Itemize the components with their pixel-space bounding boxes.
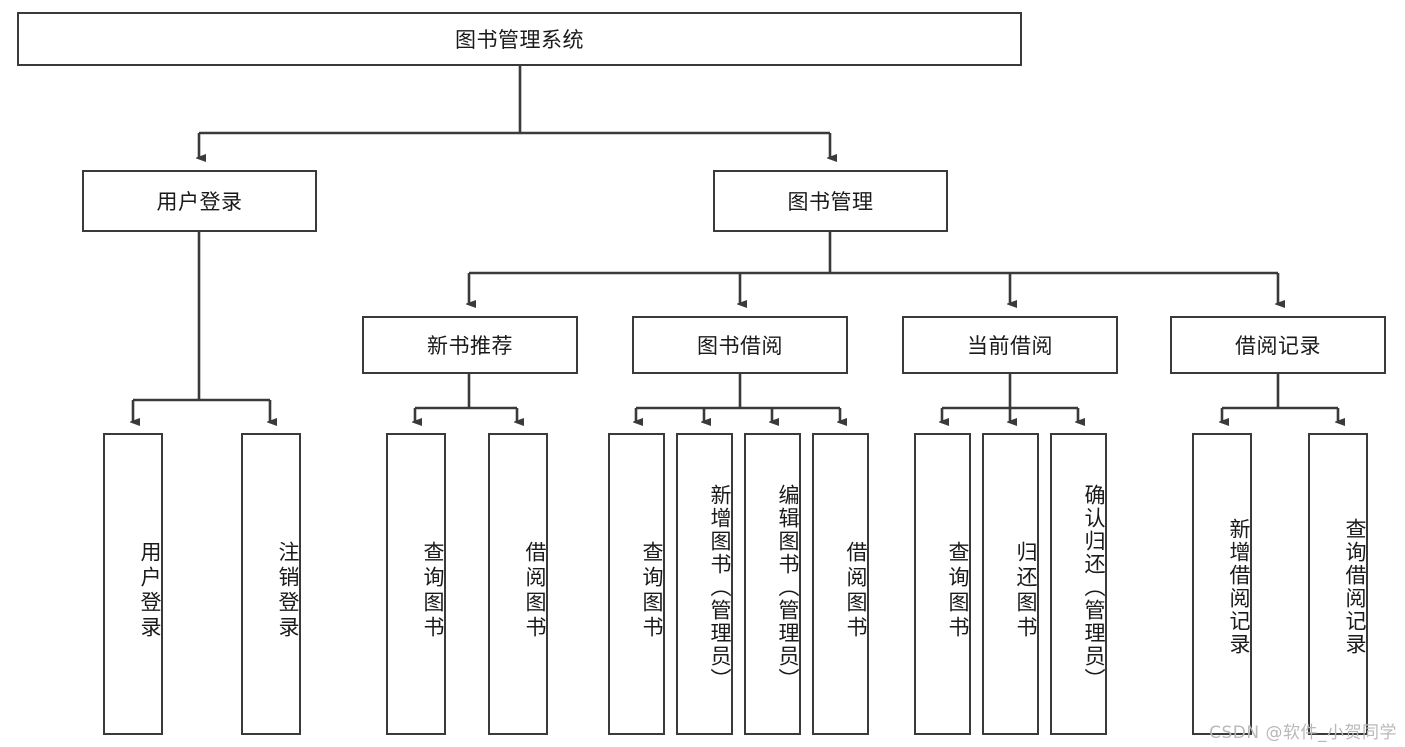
leaf-newbook-borrow-book[interactable]: 借阅图书: [488, 433, 548, 735]
node-label: 归还图书: [1014, 541, 1038, 641]
node-label: 用户登录: [156, 190, 243, 214]
node-label: 新增借阅记录: [1227, 518, 1251, 656]
leaf-current-confirm-return-admin[interactable]: 确认归还（管理员）: [1050, 433, 1107, 735]
leaf-user-login-signout[interactable]: 注销登录: [241, 433, 301, 735]
node-label: 图书管理: [787, 190, 874, 214]
leaf-current-query-book[interactable]: 查询图书: [914, 433, 971, 735]
node-label: 图书借阅: [697, 334, 783, 358]
leaf-current-return-book[interactable]: 归还图书: [982, 433, 1039, 735]
node-label: 查询图书: [421, 541, 445, 641]
node-user-login[interactable]: 用户登录: [82, 170, 317, 232]
node-label: 确认归还（管理员）: [1082, 483, 1106, 691]
node-new-book-recommend[interactable]: 新书推荐: [362, 316, 578, 374]
leaf-user-login-signin[interactable]: 用户登录: [103, 433, 163, 735]
leaf-borrow-edit-book-admin[interactable]: 编辑图书（管理员）: [744, 433, 801, 735]
leaf-record-add-record[interactable]: 新增借阅记录: [1192, 433, 1252, 735]
node-label: 借阅记录: [1235, 334, 1321, 358]
leaf-borrow-query-book[interactable]: 查询图书: [608, 433, 665, 735]
node-label: 借阅图书: [523, 541, 547, 641]
csdn-watermark: CSDN @软件_小贺同学: [1209, 723, 1397, 743]
node-label: 查询借阅记录: [1343, 518, 1367, 656]
node-label: 新书推荐: [427, 334, 513, 358]
node-label: 当前借阅: [967, 334, 1053, 358]
node-label: 图书管理系统: [455, 28, 584, 52]
node-book-borrow[interactable]: 图书借阅: [632, 316, 848, 374]
leaf-borrow-add-book-admin[interactable]: 新增图书（管理员）: [676, 433, 733, 735]
node-label: 查询图书: [946, 541, 970, 641]
leaf-newbook-query-book[interactable]: 查询图书: [386, 433, 446, 735]
node-root-system[interactable]: 图书管理系统: [17, 12, 1022, 66]
node-label: 用户登录: [138, 541, 162, 641]
node-label: 查询图书: [640, 541, 664, 641]
node-label: 编辑图书（管理员）: [776, 483, 800, 691]
leaf-record-query-record[interactable]: 查询借阅记录: [1308, 433, 1368, 735]
node-borrow-record[interactable]: 借阅记录: [1170, 316, 1386, 374]
node-label: 注销登录: [276, 541, 300, 641]
node-book-management[interactable]: 图书管理: [713, 170, 948, 232]
node-current-borrow[interactable]: 当前借阅: [902, 316, 1118, 374]
leaf-borrow-borrow-book[interactable]: 借阅图书: [812, 433, 869, 735]
node-label: 新增图书（管理员）: [708, 483, 732, 691]
node-label: 借阅图书: [844, 541, 868, 641]
